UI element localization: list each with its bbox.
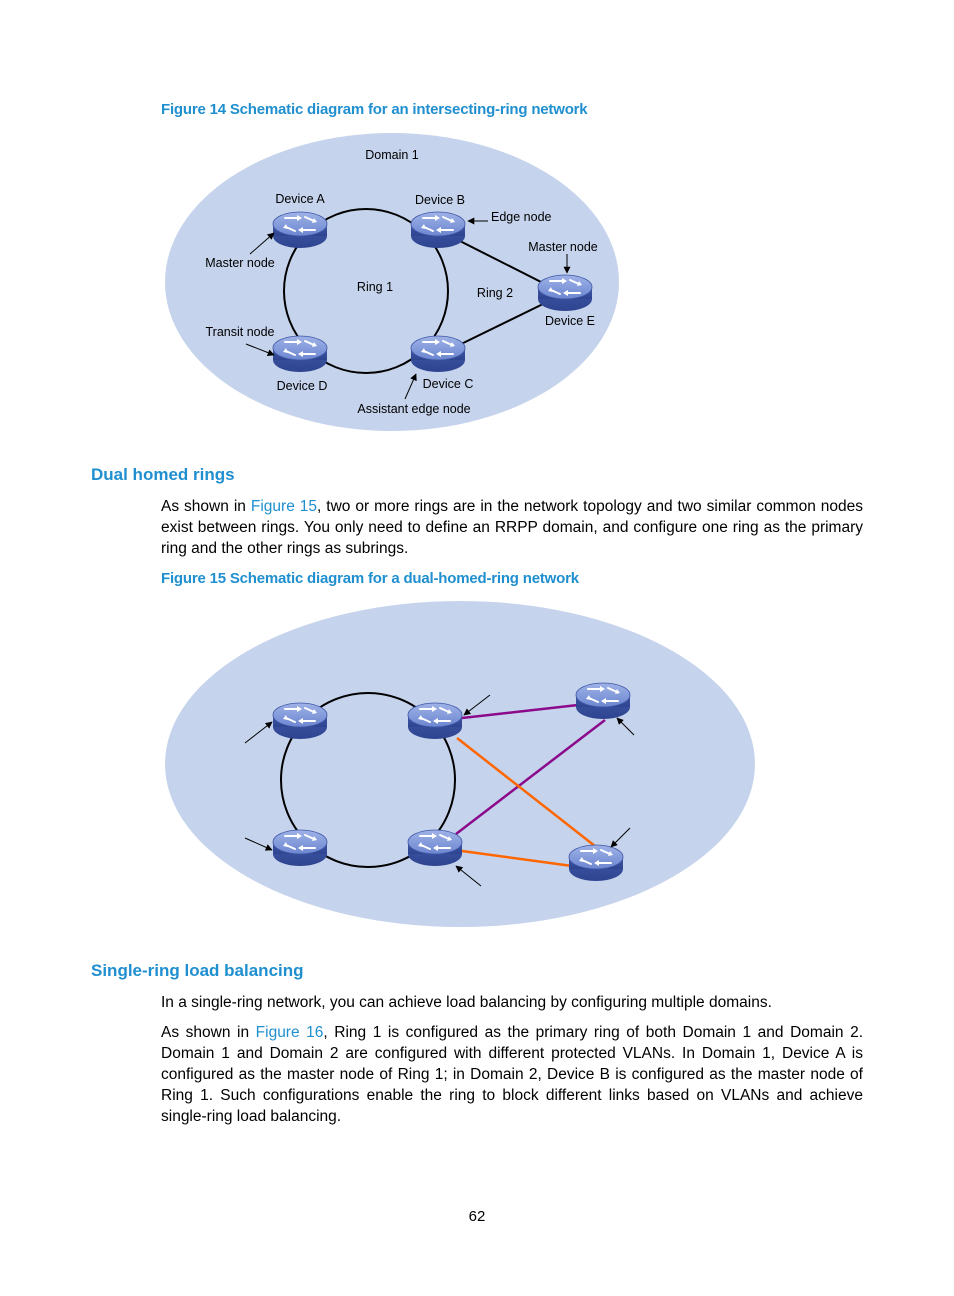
single-ring-load-balancing-heading: Single-ring load balancing (91, 961, 304, 980)
switch-bottom-left-icon (272, 829, 328, 867)
device-e-switch-icon (537, 274, 593, 312)
device-b-label: Device B (415, 193, 465, 207)
ring-2-label: Ring 2 (477, 286, 513, 300)
orange-link-bottom (461, 849, 573, 868)
switch-subring-top-icon (575, 682, 631, 720)
domain-1-label: Domain 1 (365, 148, 419, 162)
master-node-e-label: Master node (528, 240, 598, 254)
figure-15-diagram (165, 601, 755, 927)
ring-1-circle (283, 208, 449, 374)
figure-16-link[interactable]: Figure 16 (255, 1024, 324, 1041)
switch-top-right-icon (407, 702, 463, 740)
transit-node-label: Transit node (205, 325, 274, 339)
ring-1-label: Ring 1 (357, 280, 393, 294)
device-c-switch-icon (410, 335, 466, 373)
assistant-edge-node-label: Assistant edge node (357, 402, 470, 416)
primary-ring-circle (280, 692, 456, 868)
purple-link-cross (455, 719, 606, 835)
para-text: As shown in (161, 1024, 256, 1041)
device-a-label: Device A (275, 192, 325, 206)
figure-15-link[interactable]: Figure 15 (250, 498, 318, 515)
switch-subring-bottom-icon (568, 844, 624, 882)
single-ring-paragraph-1: In a single-ring network, you can achiev… (161, 994, 772, 1011)
switch-top-left-icon (272, 702, 328, 740)
domain-region (165, 601, 755, 927)
figure-14-caption: Figure 14 Schematic diagram for an inter… (161, 101, 588, 118)
device-b-switch-icon (410, 211, 466, 249)
edge-node-label: Edge node (491, 210, 552, 224)
para-text: , two or more rings are in the network t… (161, 498, 864, 557)
switch-bottom-right-icon (407, 829, 463, 867)
device-c-label: Device C (423, 377, 474, 391)
dual-homed-rings-paragraph: As shown in Figure 15, two or more rings… (161, 496, 863, 559)
orange-link-cross (456, 737, 601, 851)
figure-15-caption: Figure 15 Schematic diagram for a dual-h… (161, 570, 579, 587)
para-text: , Ring 1 is configured as the primary ri… (161, 1024, 864, 1125)
figure-14-diagram: Domain 1 Ring 1 Ring 2 Device A Device B… (165, 133, 619, 431)
purple-link-top (461, 703, 579, 720)
device-a-switch-icon (272, 211, 328, 249)
ring-2-link-c-e (454, 303, 544, 348)
master-node-a-label: Master node (205, 256, 275, 270)
device-d-label: Device D (277, 379, 328, 393)
dual-homed-rings-heading: Dual homed rings (91, 465, 235, 484)
page-number: 62 (468, 1208, 486, 1225)
device-d-switch-icon (272, 335, 328, 373)
ring-2-link-b-e (451, 236, 544, 284)
para-text: As shown in (161, 498, 251, 515)
single-ring-paragraph-2: As shown in Figure 16, Ring 1 is configu… (161, 1022, 863, 1127)
device-e-label: Device E (545, 314, 595, 328)
